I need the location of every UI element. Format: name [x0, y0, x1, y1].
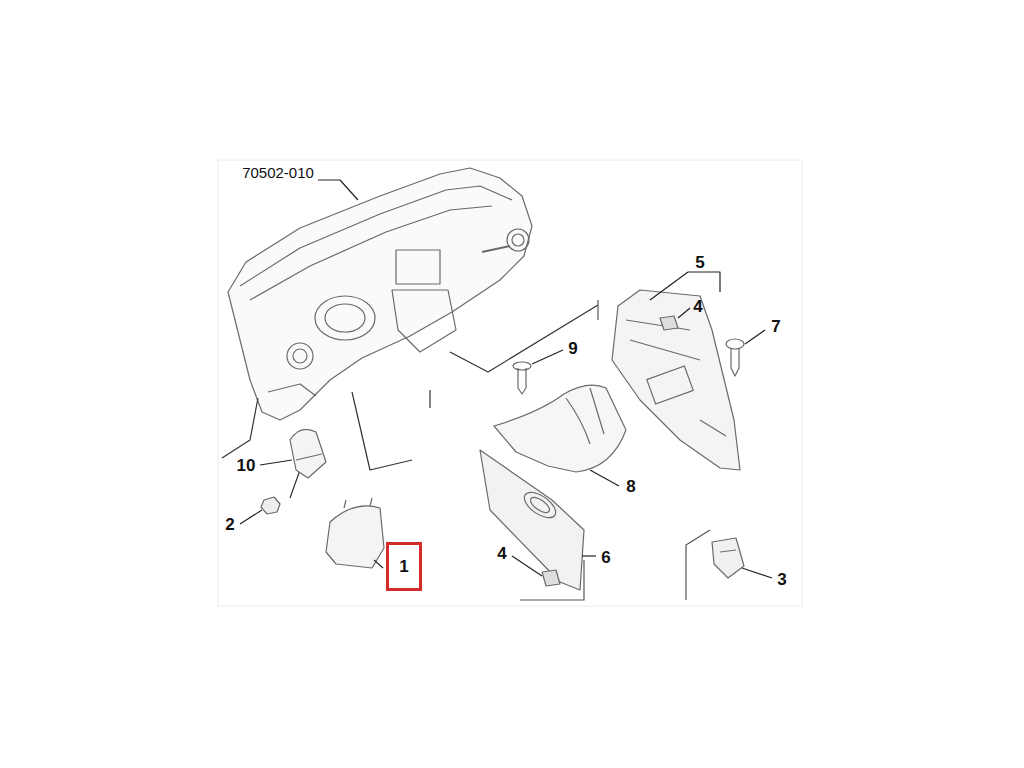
part-code: 70502-010 — [242, 165, 314, 180]
callout-number: 4 — [497, 545, 506, 562]
callout-number: 4 — [693, 298, 702, 315]
callout-number: 9 — [568, 340, 577, 357]
callout-number: 7 — [771, 318, 780, 335]
callout-number: 5 — [695, 254, 704, 271]
highlight-box: 1 — [386, 542, 422, 591]
callout-number: 3 — [777, 571, 786, 588]
callout-number: 8 — [626, 478, 635, 495]
callout-number: 6 — [601, 549, 610, 566]
callout-number: 10 — [237, 457, 256, 474]
callout-number: 1 — [399, 558, 408, 575]
callout-number: 2 — [225, 516, 234, 533]
